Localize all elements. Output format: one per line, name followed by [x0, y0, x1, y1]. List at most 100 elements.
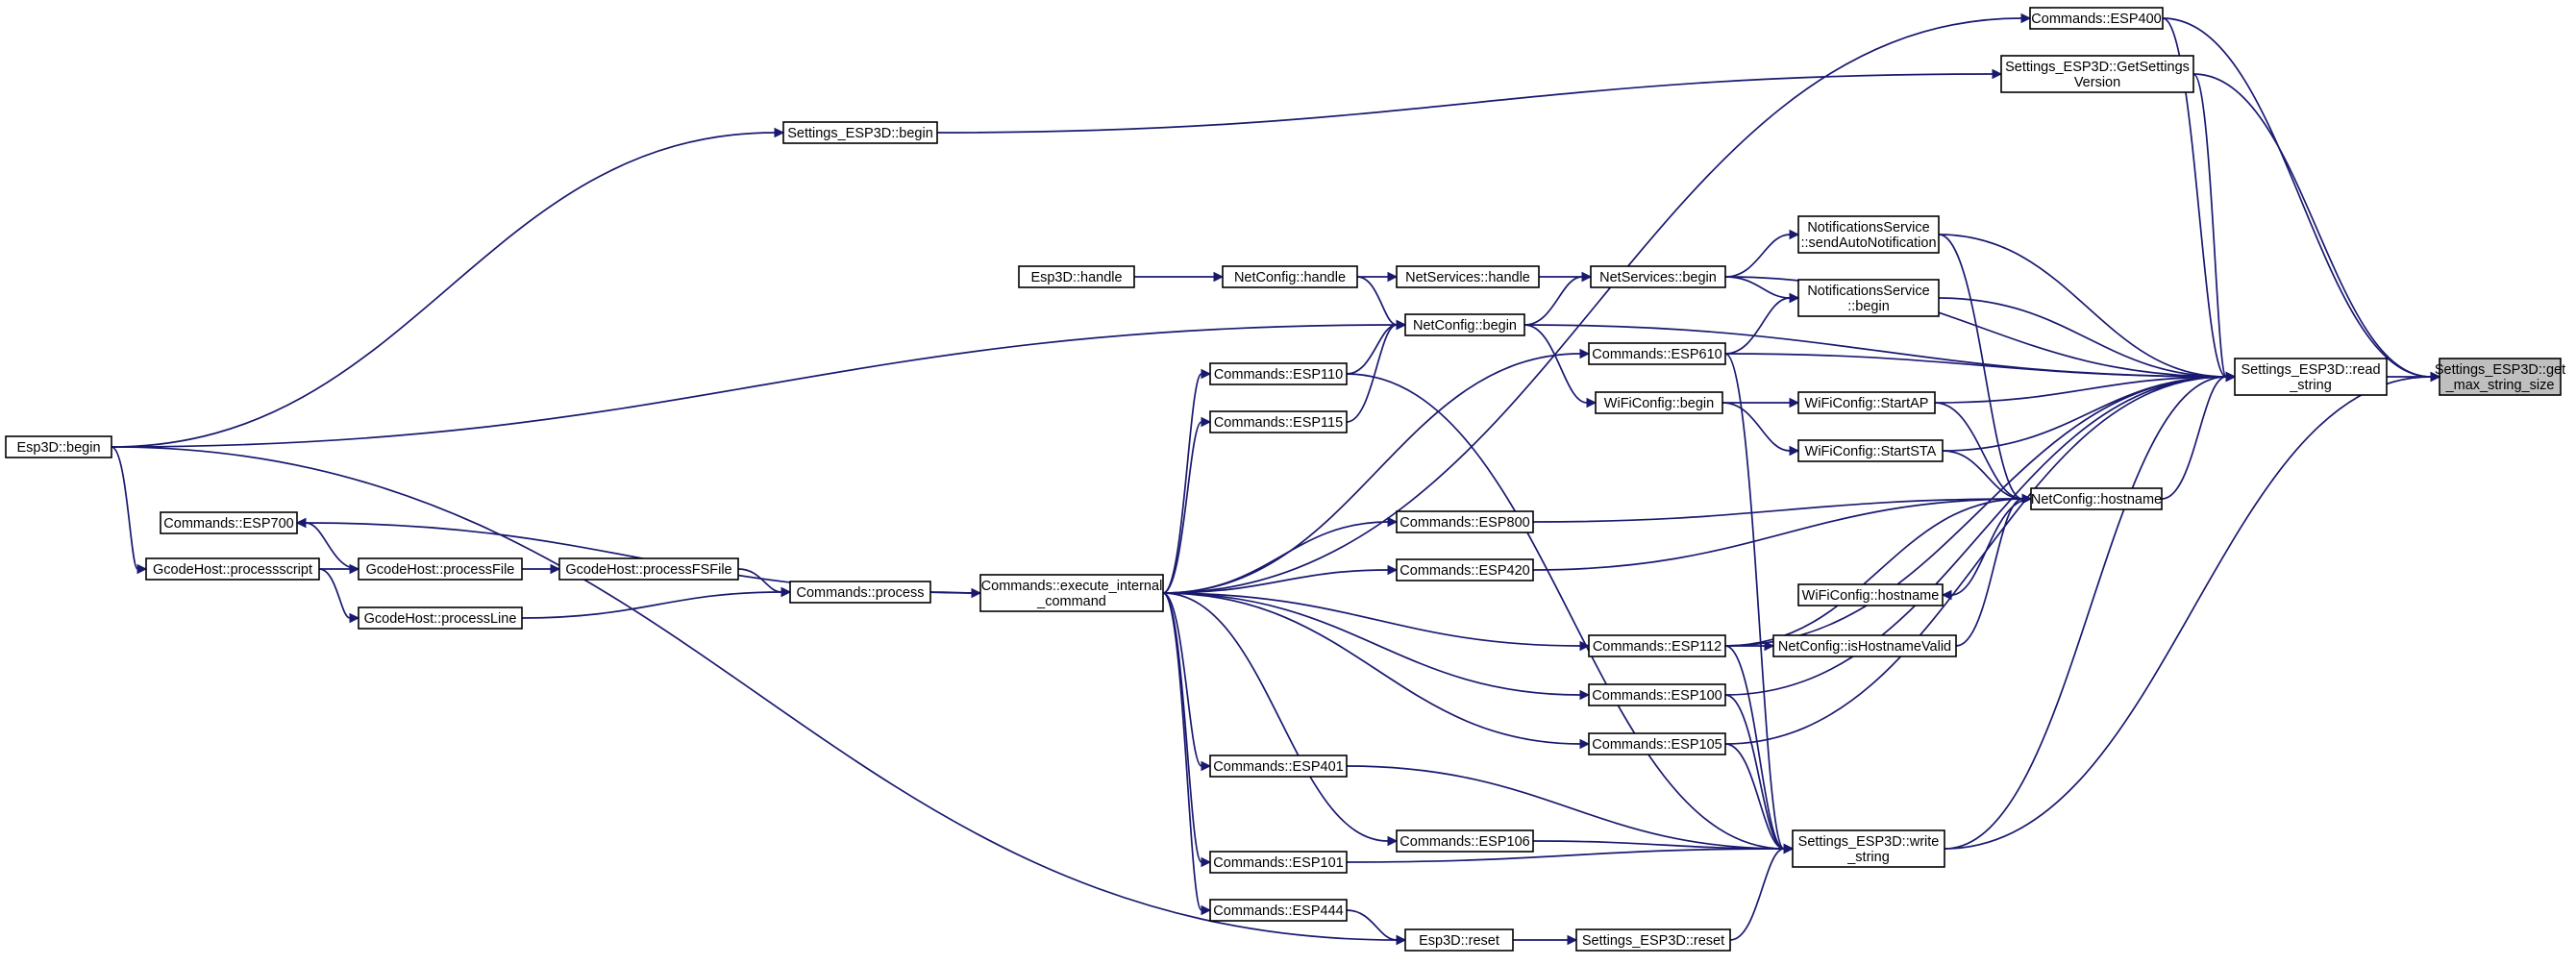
node-box-processfile	[358, 557, 523, 581]
node-settings_reset[interactable]: Settings_ESP3D::reset	[1575, 928, 1731, 952]
arrowhead-execute_internal-to-esp444	[1201, 904, 1212, 916]
node-label-esp110-0: Commands::ESP110	[1214, 367, 1343, 383]
node-box-notif_begin	[1797, 279, 1940, 317]
node-startsta[interactable]: WiFiConfig::StartSTA	[1797, 439, 1944, 462]
arrowhead-commands_process-to-execute_internal	[971, 587, 982, 599]
node-netservices_handle[interactable]: NetServices::handle	[1396, 265, 1540, 288]
node-startap[interactable]: WiFiConfig::StartAP	[1797, 391, 1936, 414]
node-notif_begin[interactable]: NotificationsService::begin	[1797, 279, 1940, 317]
node-label-get_max-0: Settings_ESP3D::get	[2435, 362, 2565, 378]
node-label-get_max-1: _max_string_size	[2445, 378, 2555, 393]
node-box-esp112	[1588, 634, 1726, 657]
node-label-netservices_handle-0: NetServices::handle	[1405, 270, 1530, 285]
node-label-esp105-0: Commands::ESP105	[1592, 737, 1721, 753]
arrowhead-esp610-to-notif_begin	[1789, 292, 1800, 304]
node-wificonfig_hostname[interactable]: WiFiConfig::hostname	[1797, 583, 1944, 606]
arrowhead-netconfig_begin-to-netservices_begin	[1581, 271, 1593, 283]
edge-getsettingsversion-to-get_max	[2192, 73, 2432, 378]
edge-notif_begin-to-read_string	[1938, 297, 2227, 378]
node-esp106[interactable]: Commands::ESP106	[1396, 829, 1534, 853]
edge-commands_process-to-execute_internal	[929, 591, 973, 594]
edge-settings_begin-to-getsettingsversion	[936, 73, 1994, 134]
node-label-netconfig_hostname-0: NetConfig::hostname	[2031, 492, 2162, 507]
edge-execute_internal-to-esp420	[1162, 569, 1389, 594]
edge-sendautonotif-to-netconfig_hostname	[1938, 234, 2023, 500]
arrowhead-write_string-to-get_max	[2430, 371, 2441, 383]
node-box-write_string	[1792, 829, 1945, 868]
node-esp3d_reset[interactable]: Esp3D::reset	[1404, 928, 1514, 952]
node-commands_process[interactable]: Commands::process	[789, 581, 931, 604]
edge-esp112-to-write_string	[1724, 645, 1785, 850]
node-esp3d_begin[interactable]: Esp3D::begin	[5, 435, 112, 458]
edge-startsta-to-netconfig_hostname	[1942, 450, 2023, 500]
node-settings_begin[interactable]: Settings_ESP3D::begin	[782, 121, 938, 144]
node-esp110[interactable]: Commands::ESP110	[1209, 362, 1348, 385]
arrowhead-netconfig_hostname-to-wificonfig_hostname	[1941, 589, 1952, 601]
arrowhead-execute_internal-to-esp106	[1387, 835, 1399, 847]
arrowhead-execute_internal-to-esp110	[1201, 368, 1212, 380]
edge-esp100-to-read_string	[1724, 376, 2227, 696]
node-processscript[interactable]: GcodeHost::processscript	[145, 557, 320, 581]
node-box-processscript	[145, 557, 320, 581]
node-write_string[interactable]: Settings_ESP3D::write_string	[1792, 829, 1945, 868]
node-processfsfile[interactable]: GcodeHost::processFSFile	[558, 557, 739, 581]
node-read_string[interactable]: Settings_ESP3D::read_string	[2234, 358, 2388, 396]
node-get_max[interactable]: Settings_ESP3D::get_max_string_size	[2435, 358, 2565, 396]
node-netservices_begin[interactable]: NetServices::begin	[1590, 265, 1726, 288]
node-esp105[interactable]: Commands::ESP105	[1588, 732, 1726, 755]
node-sendautonotif[interactable]: NotificationsService::sendAutoNotificati…	[1797, 215, 1940, 254]
node-esp401[interactable]: Commands::ESP401	[1209, 755, 1348, 778]
node-esp700[interactable]: Commands::ESP700	[160, 511, 298, 534]
node-label-startsta-0: WiFiConfig::StartSTA	[1805, 444, 1937, 459]
node-layer: Settings_ESP3D::get_max_string_sizeSetti…	[5, 7, 2565, 952]
node-label-esp444-0: Commands::ESP444	[1213, 903, 1343, 919]
node-box-netservices_handle	[1396, 265, 1540, 288]
node-execute_internal[interactable]: Commands::execute_internal_command	[979, 574, 1164, 612]
node-box-esp800	[1396, 510, 1534, 533]
node-esp115[interactable]: Commands::ESP115	[1209, 410, 1348, 433]
node-esp100[interactable]: Commands::ESP100	[1588, 683, 1726, 706]
arrowhead-execute_internal-to-esp105	[1579, 738, 1591, 750]
node-netconfig_hostname[interactable]: NetConfig::hostname	[2030, 487, 2163, 510]
node-box-esp700	[160, 511, 298, 534]
node-label-startap-0: WiFiConfig::StartAP	[1805, 396, 1929, 411]
node-box-esp101	[1209, 851, 1348, 874]
node-label-esp106-0: Commands::ESP106	[1399, 834, 1529, 850]
node-esp400[interactable]: Commands::ESP400	[2029, 7, 2164, 30]
node-processline[interactable]: GcodeHost::processLine	[358, 606, 523, 630]
node-box-netconfig_handle	[1222, 265, 1358, 288]
edge-execute_internal-to-esp110	[1162, 373, 1202, 594]
node-processfile[interactable]: GcodeHost::processFile	[358, 557, 523, 581]
node-wificonfig_begin[interactable]: WiFiConfig::begin	[1595, 391, 1723, 414]
node-label-esp700-0: Commands::ESP700	[163, 516, 293, 532]
node-label-esp101-0: Commands::ESP101	[1213, 855, 1343, 871]
node-label-getsettingsversion-1: Version	[2074, 75, 2120, 90]
arrowhead-execute_internal-to-esp401	[1201, 760, 1212, 772]
edge-esp115-to-netconfig_begin	[1346, 324, 1398, 423]
node-esp420[interactable]: Commands::ESP420	[1396, 558, 1534, 581]
node-netconfig_begin[interactable]: NetConfig::begin	[1404, 313, 1525, 336]
edge-netconfig_begin-to-wificonfig_begin	[1523, 324, 1588, 404]
arrowhead-processline-to-commands_process	[780, 586, 792, 598]
node-esp800[interactable]: Commands::ESP800	[1396, 510, 1534, 533]
node-label-execute_internal-1: _command	[1036, 594, 1106, 609]
edge-esp610-to-write_string	[1724, 353, 1785, 850]
arrowhead-settings_begin-to-getsettingsversion	[1992, 68, 2003, 80]
node-ishostnamevalid[interactable]: NetConfig::isHostnameValid	[1772, 634, 1957, 657]
edge-esp400-to-read_string	[2162, 17, 2227, 378]
edge-execute_internal-to-esp401	[1162, 592, 1202, 767]
node-esp112[interactable]: Commands::ESP112	[1588, 634, 1726, 657]
node-esp610[interactable]: Commands::ESP610	[1588, 342, 1726, 365]
node-label-esp100-0: Commands::ESP100	[1592, 688, 1721, 704]
edge-sendautonotif-to-read_string	[1938, 234, 2227, 378]
node-box-netservices_begin	[1590, 265, 1726, 288]
edge-esp800-to-netconfig_hostname	[1532, 498, 2023, 523]
node-netconfig_handle[interactable]: NetConfig::handle	[1222, 265, 1358, 288]
node-box-settings_begin	[782, 121, 938, 144]
node-box-settings_reset	[1575, 928, 1731, 952]
node-esp444[interactable]: Commands::ESP444	[1209, 899, 1348, 922]
node-esp101[interactable]: Commands::ESP101	[1209, 851, 1348, 874]
node-esp3d_handle[interactable]: Esp3D::handle	[1018, 265, 1135, 288]
arrowhead-netconfig_begin-to-wificonfig_begin	[1586, 397, 1598, 408]
